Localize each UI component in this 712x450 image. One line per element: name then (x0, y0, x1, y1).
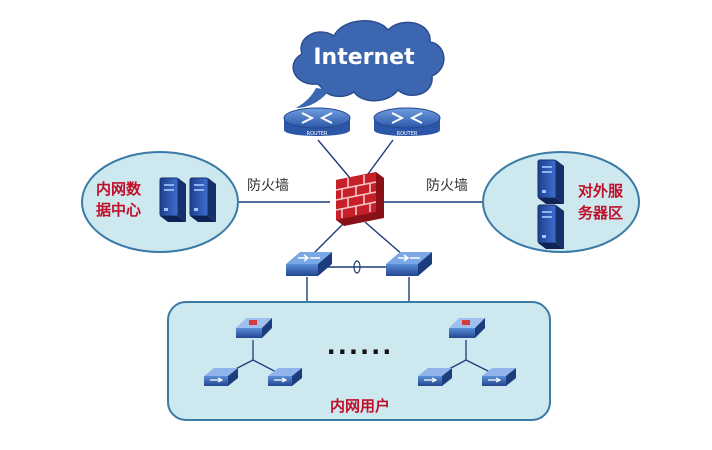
firewall-label-right: 防火墙 (426, 178, 468, 194)
access-switch-icon (268, 368, 302, 386)
external-services-label: 对外服 (578, 182, 624, 200)
intranet-datacenter-label-2: 据中心 (96, 201, 141, 219)
router-icon (301, 112, 333, 124)
internet-cloud: Internet (292, 20, 445, 108)
link-router-left-firewall (317, 139, 351, 179)
router-icon (391, 112, 423, 124)
intranet-datacenter-label-line2: 据中心 (96, 201, 141, 219)
cloud-icon (292, 20, 445, 102)
router-label: ROUTER (307, 131, 328, 137)
external-services-zone: 对外服 务器区 (482, 151, 640, 253)
access-switch-icon (418, 368, 452, 386)
external-services-label-2: 务器区 (578, 204, 623, 222)
ellipsis-more-users: ······ (327, 338, 394, 366)
link-firewall-switch-left (311, 221, 346, 256)
firewall-label-left: 防火墙 (247, 178, 289, 194)
access-switch-icon (204, 368, 238, 386)
server-icon (189, 177, 217, 223)
core-switch-icon (298, 254, 320, 262)
access-switch-icon (449, 318, 485, 338)
core-switch-left (286, 252, 332, 276)
intranet-datacenter-label-line1: 内网数 (96, 180, 142, 198)
server-icon (537, 159, 565, 205)
intranet-datacenter-zone: 内网数 据中心 (81, 151, 239, 253)
link-router-right-firewall (364, 139, 394, 179)
access-switch-icon (236, 318, 272, 338)
core-switch-right (386, 252, 432, 276)
intranet-datacenter-label: 内网数 (96, 180, 142, 198)
cloud-tail-icon (296, 88, 330, 108)
link-firewall-switch-right (364, 221, 404, 256)
intranet-users-label: 内网用户 (330, 397, 390, 415)
internet-label: Internet (313, 45, 415, 70)
router-right: ROUTER (373, 107, 441, 137)
external-services-label-line2: 务器区 (578, 204, 623, 222)
router-left: ROUTER (283, 107, 351, 137)
server-icon (159, 177, 187, 223)
router-label: ROUTER (397, 131, 418, 137)
link-aggregation-icon (353, 260, 361, 274)
server-icon (537, 204, 565, 250)
network-links (238, 139, 482, 302)
core-switch-icon (398, 254, 420, 262)
external-services-label-line1: 对外服 (578, 182, 624, 200)
firewall-icon (335, 172, 384, 226)
intranet-users-zone: ······ 内网用户 (167, 301, 551, 421)
access-switch-icon (482, 368, 516, 386)
